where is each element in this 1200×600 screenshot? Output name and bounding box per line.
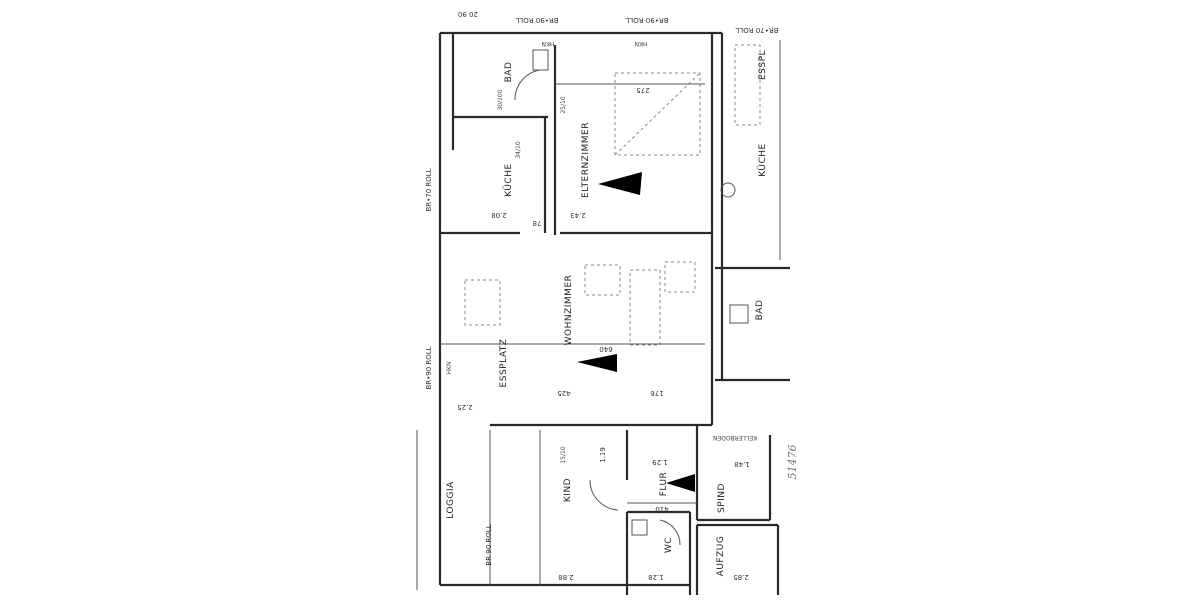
window-label: 20 90	[458, 10, 478, 18]
north-markers	[577, 172, 695, 492]
room-neighbor-bad: BAD	[755, 300, 765, 321]
dimension-label: 640	[599, 345, 612, 353]
walls	[416, 31, 790, 595]
note-kueche: 34/10	[515, 141, 522, 158]
note-kellerboden: KELLERBODEN	[713, 434, 757, 441]
room-aufzug: AUFZUG	[716, 536, 726, 577]
room-loggia: LOGGIA	[446, 481, 456, 519]
window-label: BR•90 ROLL	[625, 16, 668, 24]
dimension-label: 2.43	[570, 211, 586, 219]
window-label: BR•90 ROLL	[425, 346, 433, 389]
room-wc: WC	[664, 537, 674, 553]
dimension-label: 1.29	[652, 458, 668, 466]
dimension-label: 176	[650, 389, 664, 397]
window-label: BR•90 ROLL	[515, 16, 558, 24]
dimension-label: 1.48	[734, 460, 750, 468]
room-bad: BAD	[504, 62, 514, 83]
dimension-label: 2.25	[457, 403, 473, 411]
dimension-label: 275	[636, 86, 649, 94]
room-kueche: KÜCHE	[503, 163, 514, 197]
room-essplatz: ESSPLATZ	[499, 339, 509, 388]
room-spind: SPIND	[717, 483, 727, 513]
dimension-label: 2.85	[733, 573, 749, 581]
side-annotation: 51476	[786, 445, 799, 480]
note-hkn: HKN	[635, 40, 648, 47]
marker-triangle	[577, 354, 617, 372]
marker-triangle	[666, 474, 695, 492]
room-neighbor-esspl: ESSPL	[758, 50, 768, 80]
note-bad: 30/100	[497, 89, 504, 110]
note-kind: 15/10	[560, 446, 567, 463]
dimension-lines	[440, 83, 705, 504]
room-flur: FLUR	[659, 472, 669, 497]
window-label: BR•70 ROLL	[735, 26, 778, 34]
note-hkn: HKN	[446, 362, 453, 375]
dimension-label: 1.19	[599, 447, 607, 463]
furniture	[464, 44, 761, 546]
room-wohnzimmer: WOHNZIMMER	[564, 275, 574, 346]
window-label: BR•70 ROLL	[425, 168, 433, 211]
dimension-label: 2.88	[558, 573, 574, 581]
dimension-label: 425	[557, 389, 570, 397]
note-eltern: 25/10	[560, 96, 567, 113]
dimension-label: 2.08	[491, 211, 507, 219]
dimension-label: 1.28	[648, 573, 664, 581]
dimension-label: 78	[533, 219, 542, 227]
room-kind: KIND	[563, 478, 573, 502]
room-neighbor-kueche: KÜCHE	[757, 143, 768, 177]
dimension-label: 410	[655, 505, 668, 513]
marker-triangle	[598, 172, 642, 195]
note-hkn: HKN	[542, 40, 555, 47]
window-label: BR 90 ROLL	[485, 524, 493, 565]
room-elternzimmer: ELTERNZIMMER	[581, 122, 591, 198]
